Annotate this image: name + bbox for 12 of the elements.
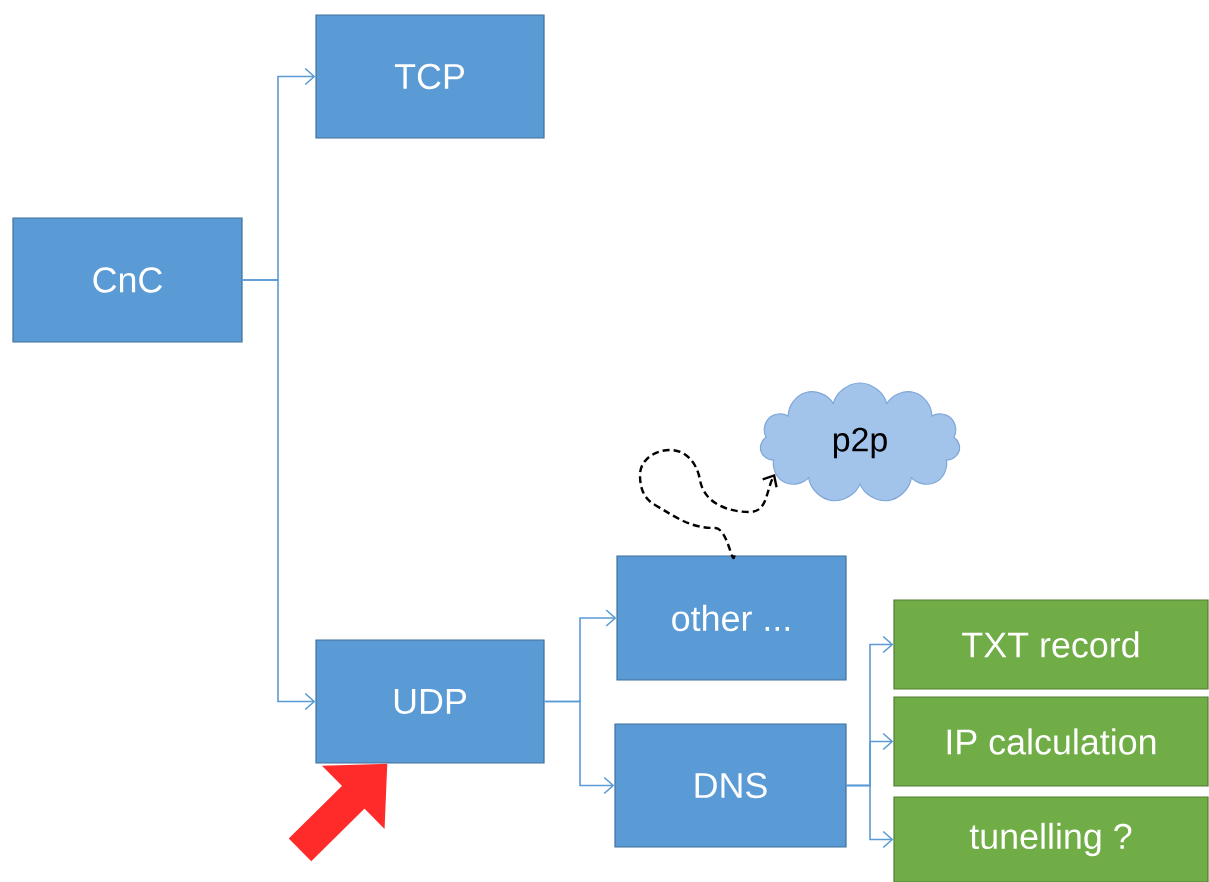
arrow: [241, 279, 316, 711]
arrow: [845, 784, 894, 849]
process-box: tunelling ?: [893, 796, 1209, 882]
process-box: TCP: [315, 14, 545, 139]
process-box: IP calculation: [893, 696, 1209, 787]
arrow: [638, 448, 778, 559]
process-box: DNS: [614, 723, 847, 848]
process-box: UDP: [315, 639, 545, 764]
process-box: other ...: [616, 555, 847, 681]
process-box: TXT record: [893, 599, 1209, 690]
process-box: CnC: [12, 217, 243, 343]
arrow: [543, 700, 615, 795]
